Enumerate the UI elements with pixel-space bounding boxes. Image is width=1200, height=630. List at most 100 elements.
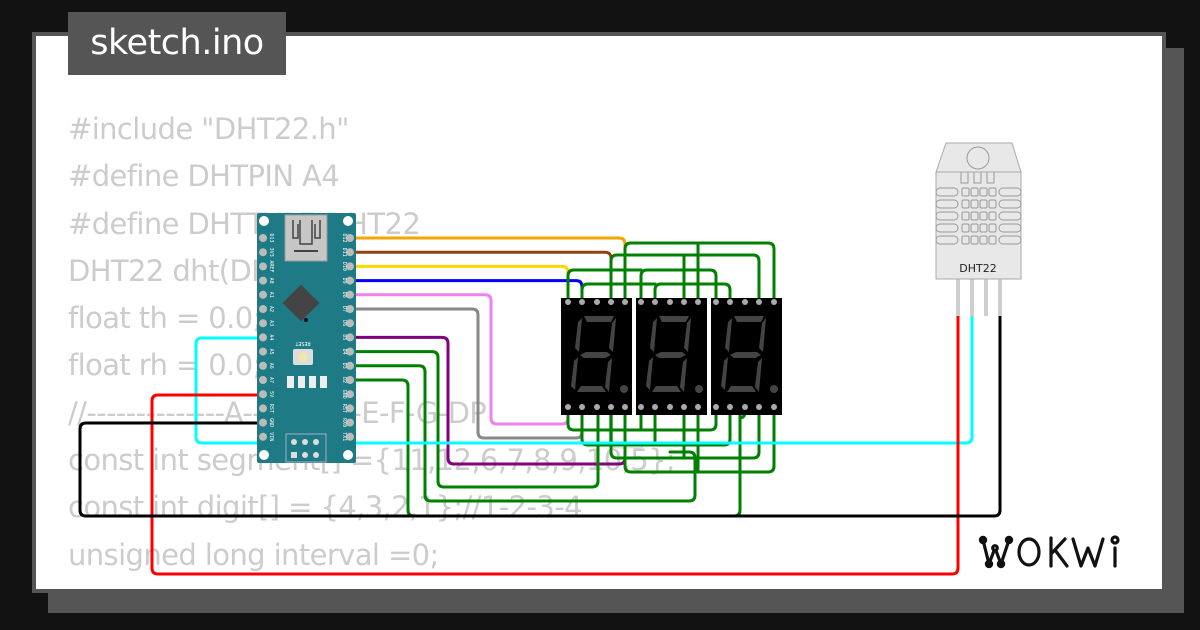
code-line: float th = 0.0; [68,301,262,336]
pin-label: A5 [268,349,274,355]
display-pin[interactable] [594,404,600,410]
display-pin[interactable] [727,299,733,305]
display-pin[interactable] [579,299,585,305]
display-pin[interactable] [608,299,614,305]
pin-rst[interactable] [346,404,354,413]
pin-a6[interactable] [259,361,267,370]
vent-slot [935,235,959,245]
display-pin[interactable] [695,404,701,410]
vent-hole [988,211,997,221]
sensor-lead [984,279,988,316]
pin-d10[interactable] [346,262,354,271]
display-pin[interactable] [667,404,673,410]
pin-a5[interactable] [259,347,267,356]
display-pin[interactable] [742,404,748,410]
pin-tx1[interactable] [346,432,354,441]
vent-hole [979,199,988,209]
display-pin[interactable] [622,299,628,305]
display-pin[interactable] [565,404,571,410]
vent-slot [935,211,959,221]
vent-hole [988,199,997,209]
status-led [320,376,327,388]
display-pin[interactable] [579,404,585,410]
file-tab[interactable]: sketch.ino [68,12,286,75]
display-pin[interactable] [594,299,600,305]
pin-a7[interactable] [259,376,267,384]
display-pin[interactable] [638,299,644,305]
vent-slot [935,223,959,233]
status-led [298,376,305,388]
icsp-pin [302,452,308,458]
pin-d12[interactable] [346,234,354,242]
segment-g [580,352,611,358]
pin-d4[interactable] [346,347,354,356]
usb-port-icon [292,220,321,245]
dht22-sensor[interactable]: DHT22 [935,142,1022,316]
pin-d3[interactable] [346,361,354,370]
pin-a0[interactable] [259,276,267,285]
pin-5v[interactable] [259,390,267,399]
display-pin[interactable] [756,299,762,305]
segment-f [575,318,582,352]
display-pin[interactable] [727,404,733,410]
pin-d8[interactable] [346,290,354,299]
display-pin[interactable] [681,404,687,410]
pin-d7[interactable] [346,305,354,313]
vent-hole [961,211,970,221]
segment-a [734,316,764,322]
pin-label: D5 [341,334,347,340]
display-pin[interactable] [771,404,777,410]
display-pin[interactable] [565,299,571,305]
vent-hole [979,187,988,197]
sensor-top-slots [960,172,995,184]
display-pin[interactable] [695,299,701,305]
pin-rst[interactable] [259,404,267,413]
display-pin[interactable] [622,404,628,410]
pin-a4[interactable] [259,333,267,342]
display-pin[interactable] [638,404,644,410]
vent-slot [998,223,1022,233]
vent-hole [961,235,970,245]
pin-d6[interactable] [346,319,354,328]
vent-hole [979,211,988,221]
wire-d10 [348,264,570,304]
pin-gnd[interactable] [346,390,354,399]
status-led [287,376,294,388]
wokwi-logo [978,535,1120,569]
display-pin[interactable] [742,299,748,305]
display-pin[interactable] [713,299,719,305]
pin-d2[interactable] [346,376,354,384]
pin-d5[interactable] [346,333,354,342]
pin-a2[interactable] [259,305,267,313]
reset-button-cap[interactable] [298,352,308,362]
pin-d13[interactable] [259,234,267,242]
display-pin[interactable] [756,404,762,410]
vent-slot [998,211,1022,221]
wires [78,236,1002,576]
pin-label: 3V3 [268,248,274,257]
display-pin[interactable] [713,404,719,410]
pin-d11[interactable] [346,248,354,257]
display-pin[interactable] [652,299,658,305]
pin-a1[interactable] [259,290,267,299]
vent-hole [970,187,979,197]
pin-label: RST [341,404,347,413]
display-pin[interactable] [681,299,687,305]
vent-slot [998,187,1022,197]
pin-gnd[interactable] [259,418,267,427]
display-pin[interactable] [652,404,658,410]
pin-label: D7 [341,306,347,312]
pin-d9[interactable] [346,276,354,285]
display-pin[interactable] [667,299,673,305]
pin-vin[interactable] [259,432,267,441]
pin-rx0[interactable] [346,418,354,427]
pin-3v3[interactable] [259,248,267,257]
pin-aref[interactable] [259,262,267,271]
pin-a3[interactable] [259,319,267,328]
vent-hole [988,187,997,197]
pin-label: VIN [268,432,274,441]
display-pin[interactable] [608,404,614,410]
board-body[interactable] [257,213,356,463]
display-pin[interactable] [771,299,777,305]
